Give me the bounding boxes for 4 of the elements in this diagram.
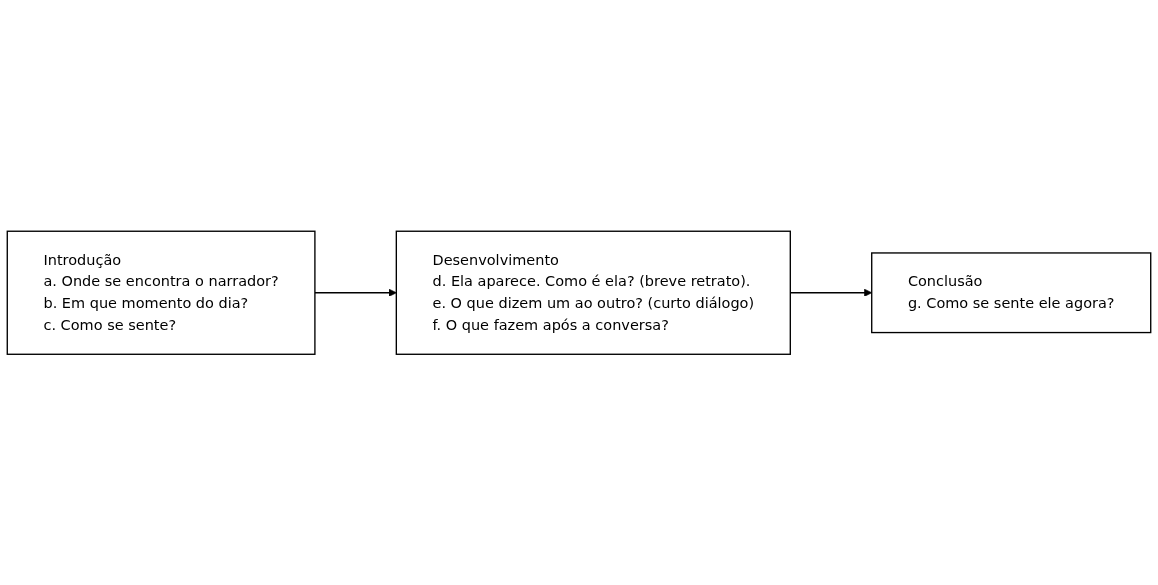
node-box: Conclusão g. Como se sente ele agora? <box>871 252 1152 333</box>
arrow <box>314 288 397 297</box>
node-box: Introdução a. Onde se encontra o narrador? b. Em que momento do dia? c. Como se sente? <box>6 230 316 355</box>
node-box: Desenvolvimento d. Ela aparece. Como é ela? (breve retrato). e. O que dizem um ao outro? (curto diálogo) f. O que fazem após a conversa? <box>395 230 791 355</box>
